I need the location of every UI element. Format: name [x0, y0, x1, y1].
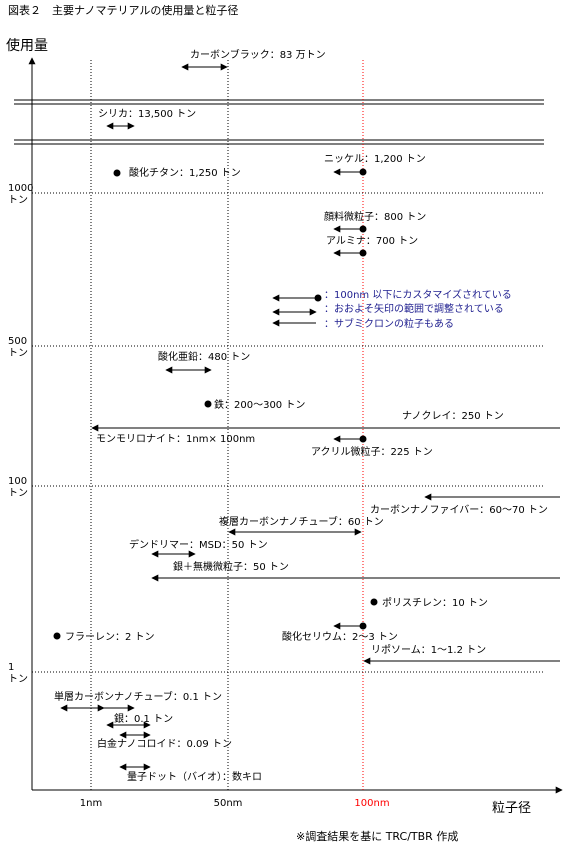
titanium-oxide-dot — [113, 169, 121, 177]
alumina-label: アルミナ：700 トン — [326, 235, 418, 247]
source-note: ※調査結果を基に TRC/TBR 作成 — [296, 829, 458, 843]
carbon-nanofiber-label: カーボンナノファイバー：60〜70 トン — [370, 504, 548, 516]
x-tick-50nm: 50nm — [214, 798, 243, 809]
fullerene-dot — [53, 632, 61, 640]
cerium-oxide-label: 酸化セリウム：2〜3 トン — [282, 630, 398, 643]
legend-note-1: ：100nm 以下にカスタマイズされている — [324, 288, 512, 301]
acrylic-dot — [359, 435, 367, 443]
iron-dot — [204, 400, 212, 408]
liposome-label: リポソーム：1〜1.2 トン — [371, 644, 486, 656]
legend-note-3: ：サブミクロンの粒子もある — [324, 317, 454, 330]
silver-label: 銀：0.1 トン — [114, 712, 173, 725]
quantum-dot-label: 量子ドット（バイオ）：数キロ — [127, 770, 262, 783]
axis-break-upper — [14, 99, 544, 105]
nickel-dot — [359, 168, 367, 176]
pigment-dot — [359, 225, 367, 233]
cerium-oxide-dot — [359, 622, 367, 630]
nickel-label: ニッケル：1,200 トン — [324, 153, 426, 165]
legend-notes: ：100nm 以下にカスタマイズされている ：おおよそ矢印の範囲で調整されている… — [272, 288, 512, 330]
acrylic-label: アクリル微粒子：225 トン — [311, 445, 433, 458]
legend-dot — [314, 294, 322, 302]
dendrimer-label: デンドリマー：MSD：50 トン — [129, 538, 268, 551]
polystyrene-label: ポリスチレン：10 トン — [382, 597, 488, 609]
y-axis-label: 使用量 — [6, 37, 48, 54]
silver-inorganic-label: 銀＋無機微粒子：50 トン — [173, 560, 289, 573]
alumina-dot — [359, 249, 367, 257]
nanoclay-label: ナノクレイ：250 トン — [402, 410, 504, 422]
polystyrene-dot — [370, 598, 378, 606]
x-tick-1nm: 1nm — [80, 798, 102, 809]
figure-title: 図表２ 主要ナノマテリアルの使用量と粒子径 — [8, 3, 238, 17]
axis-break-lower — [14, 139, 544, 145]
zinc-oxide-label: 酸化亜鉛：480 トン — [158, 350, 250, 363]
pigment-label: 顔料微粒子：800 トン — [324, 210, 426, 223]
silica-label: シリカ：13,500 トン — [98, 108, 196, 120]
fullerene-label: フラーレン：2 トン — [65, 631, 155, 643]
mwcnt-label: 複層カーボンナノチューブ：60 トン — [219, 515, 384, 528]
platinum-label: 白金ナノコロイド：0.09 トン — [97, 737, 232, 750]
x-axis-label: 粒子径 — [492, 801, 531, 816]
montmorillonite-label: モンモリロナイト：1nm× 100nm — [96, 433, 255, 445]
titanium-oxide-label: 酸化チタン：1,250 トン — [129, 166, 241, 179]
swcnt-label: 単層カーボンナノチューブ：0.1 トン — [54, 690, 222, 703]
carbon-black-label: カーボンブラック：83 万トン — [190, 48, 326, 61]
iron-label: 鉄：200〜300 トン — [214, 398, 305, 411]
x-tick-100nm: 100nm — [354, 798, 389, 809]
legend-note-2: ：おおよそ矢印の範囲で調整されている — [324, 302, 504, 315]
